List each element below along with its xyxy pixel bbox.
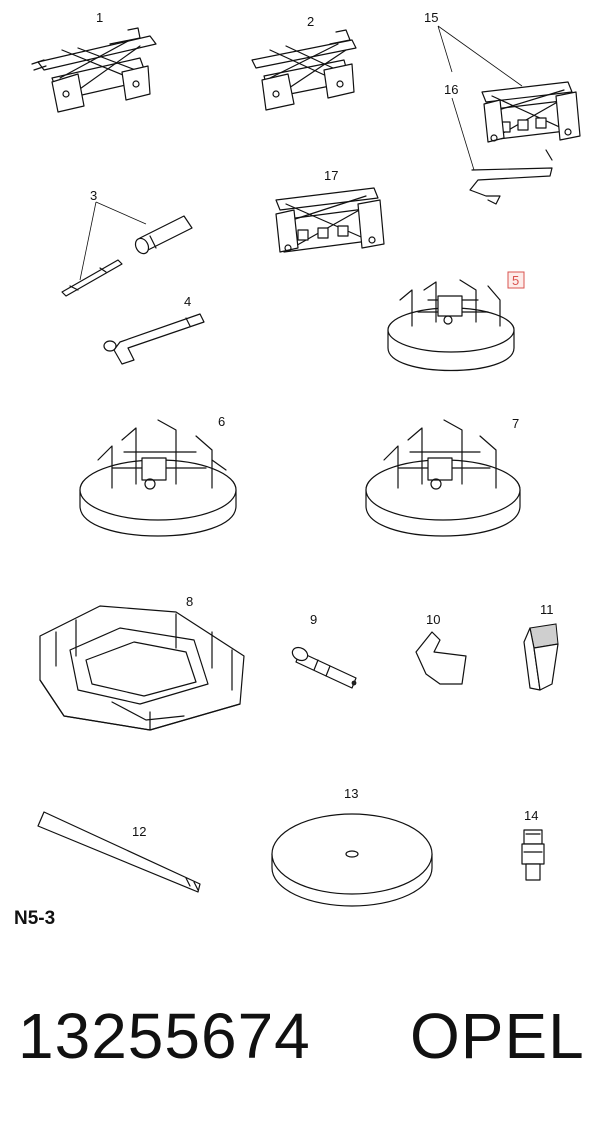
part-3-wheel-wrench [134, 215, 193, 255]
part-8-storage-tray [39, 605, 245, 731]
leader-16 [451, 97, 475, 171]
part-4-l-tool [103, 313, 205, 365]
callout-4: 4 [184, 294, 191, 309]
part-7-tool-tray [365, 419, 521, 537]
leader-3 [79, 201, 147, 281]
part-17-jack [275, 187, 385, 253]
callout-15: 15 [424, 10, 438, 25]
part-6-tool-tray [79, 419, 237, 537]
callout-5: 5 [512, 273, 519, 288]
part-14-adapter [521, 829, 545, 881]
part-16-jack-handle [469, 167, 553, 205]
part-10-wire-clip [415, 631, 467, 685]
callout-9: 9 [310, 612, 317, 627]
callout-5-box [507, 271, 525, 289]
callout-3: 3 [90, 188, 97, 203]
callout-6: 6 [218, 414, 225, 429]
callout-10: 10 [426, 612, 440, 627]
leader-15 [437, 25, 523, 87]
callout-2: 2 [307, 14, 314, 29]
brand-name: OPEL [410, 1000, 585, 1072]
part-1-scissor-jack [31, 27, 157, 113]
callout-12: 12 [132, 824, 146, 839]
part-9-bolt [291, 646, 357, 689]
part-15-jack-assembly [481, 81, 581, 161]
part-11-wheel-chock [523, 623, 559, 691]
part-13-disc [271, 813, 433, 907]
callout-8: 8 [186, 594, 193, 609]
callout-7: 7 [512, 416, 519, 431]
part-12-hex-key [37, 811, 201, 893]
part-5-tool-tray [387, 279, 515, 372]
part-number: 13255674 [18, 1000, 311, 1072]
part-3-pin [61, 259, 123, 297]
callout-17: 17 [324, 168, 338, 183]
callout-14: 14 [524, 808, 538, 823]
callout-13: 13 [344, 786, 358, 801]
callout-1: 1 [96, 10, 103, 25]
part-2-scissor-jack [251, 29, 357, 111]
callout-16: 16 [444, 82, 458, 97]
callout-11: 11 [540, 602, 554, 617]
section-code: N5-3 [14, 908, 55, 929]
